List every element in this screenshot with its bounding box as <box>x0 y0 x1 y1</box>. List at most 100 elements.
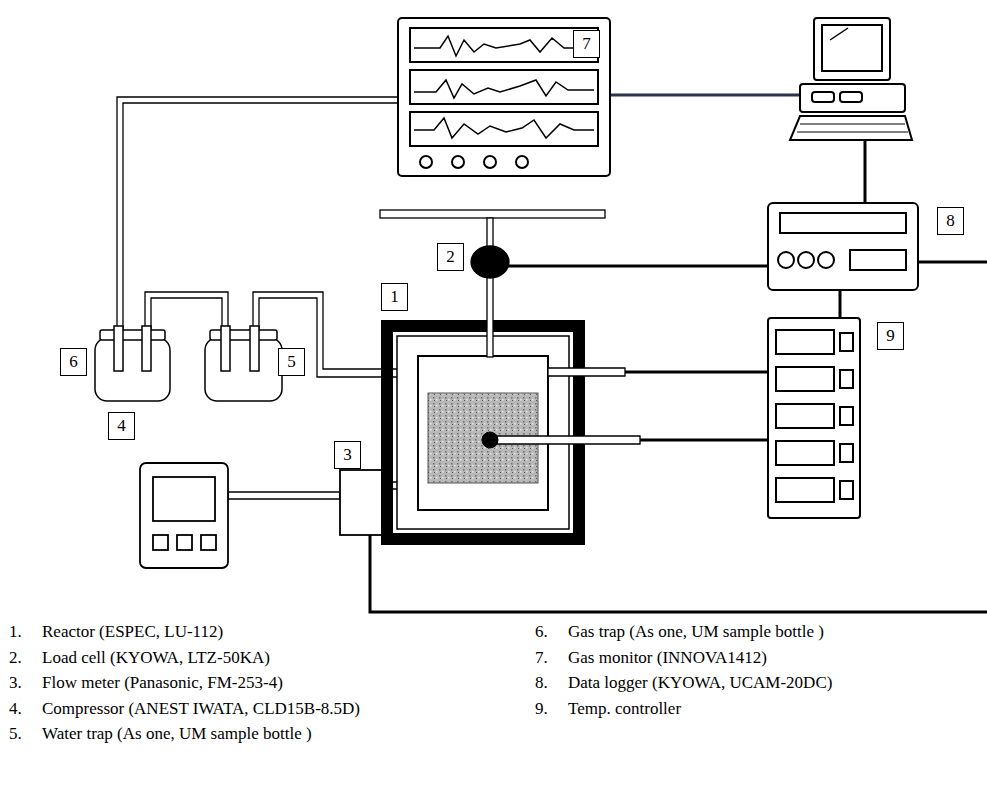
monitor-pc-cable-part <box>610 94 800 97</box>
data-logger-part <box>818 252 834 268</box>
callout-number: 7 <box>582 34 591 54</box>
callout-box: 8 <box>937 207 964 235</box>
part-description: Gas monitor (INNOVA1412) <box>568 648 767 668</box>
gas-monitor-part <box>410 28 598 62</box>
gas-monitor-part <box>414 36 594 56</box>
reactor-part <box>490 436 640 444</box>
water-trap-bottle <box>205 326 282 401</box>
water-trap-bottle-part <box>250 326 259 371</box>
data-logger-part <box>778 252 794 268</box>
temp-controller-part <box>840 481 853 499</box>
callout-number: 2 <box>446 247 455 267</box>
gas-monitor-part <box>452 156 464 168</box>
list-number: 6. <box>535 622 548 642</box>
signal-wires-part <box>370 535 987 612</box>
signal-wires-part <box>640 439 768 442</box>
list-number: 9. <box>535 699 548 719</box>
gas-monitor-part <box>414 118 594 138</box>
water-trap-bottle-part <box>221 326 230 371</box>
compressor-part <box>153 477 215 521</box>
data-logger <box>768 203 918 290</box>
list-number: 8. <box>535 673 548 693</box>
reactor-part <box>548 368 625 376</box>
computer-part <box>840 92 862 102</box>
callout-box: 4 <box>108 412 135 440</box>
reactor-part <box>397 336 569 529</box>
temp-controller-part <box>840 370 853 388</box>
gas-monitor-part <box>484 156 496 168</box>
load-cell-part <box>487 275 493 357</box>
callout-box: 1 <box>381 283 408 311</box>
callout-box: 3 <box>334 441 361 469</box>
gas-trap-bottle-part <box>95 338 170 401</box>
callout-box: 2 <box>437 243 464 271</box>
computer-part <box>800 84 905 112</box>
callout-box: 7 <box>573 30 600 58</box>
callout-box: 5 <box>278 348 305 376</box>
gas-monitor-part <box>414 80 594 98</box>
part-description: Reactor (ESPEC, LU-112) <box>42 622 223 642</box>
load-cell-part <box>471 246 509 278</box>
temp-controller-part <box>768 318 860 518</box>
reactor-part <box>387 326 579 539</box>
signal-wires-part <box>839 290 842 318</box>
gas-tubing-part <box>228 492 340 499</box>
gas-trap-bottle-part <box>100 330 165 340</box>
temp-controller-part <box>776 478 834 502</box>
temp-controller-part <box>840 444 853 462</box>
computer-part <box>797 132 908 133</box>
callout-box: 6 <box>60 348 87 376</box>
computer-part <box>800 124 905 125</box>
gas-monitor-part <box>398 18 610 176</box>
part-description: Flow meter (Panasonic, FM-253-4) <box>42 673 283 693</box>
callout-number: 4 <box>117 416 126 436</box>
computer-part <box>812 92 834 102</box>
data-logger-part <box>780 213 906 233</box>
signal-wires <box>370 130 987 612</box>
water-trap-bottle-part <box>210 330 277 340</box>
compressor-part <box>177 535 192 550</box>
computer-part <box>814 18 890 80</box>
reactor-part <box>482 432 498 448</box>
gas-monitor-part <box>410 70 598 104</box>
gas-monitor <box>398 18 610 176</box>
load-cell-part <box>380 210 605 218</box>
monitor-pc-cable <box>610 94 800 97</box>
part-description: Load cell (KYOWA, LTZ-50KA) <box>42 648 270 668</box>
callout-number: 9 <box>886 326 895 346</box>
gas-trap-bottle <box>95 326 170 401</box>
compressor-part <box>153 535 168 550</box>
compressor <box>140 463 228 568</box>
reactor <box>387 326 640 539</box>
data-logger-part <box>768 203 918 290</box>
gas-monitor-part <box>410 112 598 146</box>
gas-trap-bottle-part <box>114 326 123 371</box>
part-description: Gas trap (As one, UM sample bottle ) <box>568 622 824 642</box>
list-number: 1. <box>9 622 22 642</box>
callout-number: 6 <box>69 352 78 372</box>
gas-monitor-part <box>516 156 528 168</box>
reactor-part <box>418 356 548 510</box>
part-description: Compressor (ANEST IWATA, CLD15B-8.5D) <box>42 699 360 719</box>
callout-number: 3 <box>343 445 352 465</box>
temp-controller-part <box>840 407 853 425</box>
temp-controller-part <box>776 367 834 391</box>
temp-controller-part <box>776 404 834 428</box>
flow-meter <box>340 470 382 535</box>
temp-controller-part <box>776 441 834 465</box>
part-description: Temp. controller <box>568 699 681 719</box>
computer-part <box>830 28 848 40</box>
list-number: 2. <box>9 648 22 668</box>
computer <box>790 18 912 140</box>
callout-number: 5 <box>287 352 296 372</box>
list-number: 7. <box>535 648 548 668</box>
callout-box: 9 <box>877 322 904 350</box>
computer-part <box>790 116 912 140</box>
computer-part <box>822 25 882 71</box>
signal-wires-part <box>918 261 987 264</box>
temp-controller-part <box>776 330 834 354</box>
gas-trap-bottle-part <box>142 326 151 371</box>
list-number: 3. <box>9 673 22 693</box>
signal-wires-part <box>505 265 768 268</box>
